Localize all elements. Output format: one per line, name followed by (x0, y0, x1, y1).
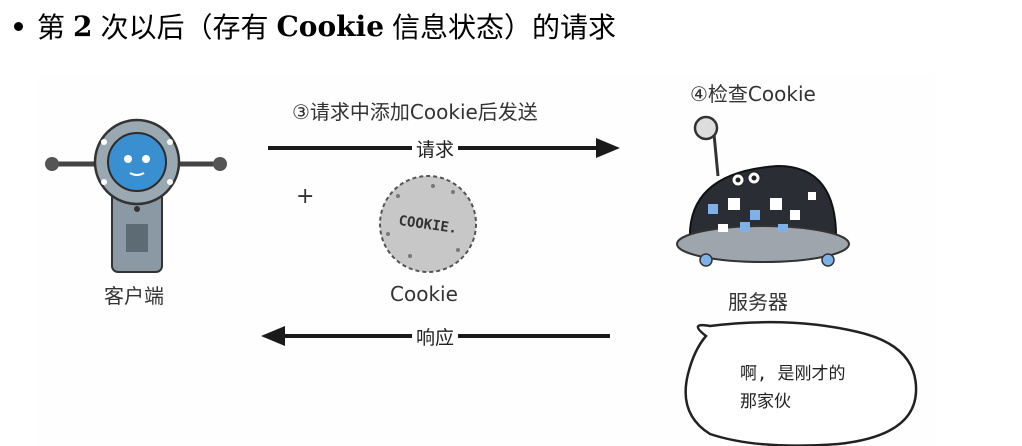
heading-middle2: 信息状态）的请求 (392, 6, 616, 46)
step4-label: ④检查Cookie (690, 78, 816, 107)
heading-prefix: 第 (37, 6, 65, 46)
bubble-line-1: 啊, 是刚才的 (740, 360, 845, 388)
step3-label: ③请求中添加Cookie后发送 (292, 96, 538, 125)
client-label: 客户端 (104, 280, 164, 309)
heading-middle1: 次以后（存有 (101, 6, 269, 46)
response-label: 响应 (412, 323, 458, 350)
cookie-icon: COOKIE. (380, 176, 476, 272)
server-robot-icon (677, 117, 849, 266)
plus-sign: + (296, 184, 314, 209)
cookie-request-diagram: COOKIE. ③请求中添加Cookie后发送 ④检查Cookie 请求 (38, 74, 935, 446)
client-robot-icon (45, 120, 227, 272)
server-label: 服务器 (728, 286, 788, 315)
section-heading: 第 2 次以后（存有 Cookie 信息状态）的请求 (10, 6, 616, 46)
bullet-icon (14, 22, 23, 31)
bubble-text: 啊, 是刚才的 那家伙 (740, 360, 845, 416)
bubble-line-2: 那家伙 (740, 388, 845, 416)
heading-cookie-word: Cookie (277, 10, 385, 43)
request-label: 请求 (412, 135, 458, 162)
cookie-label: Cookie (390, 282, 458, 306)
heading-number: 2 (73, 10, 92, 43)
